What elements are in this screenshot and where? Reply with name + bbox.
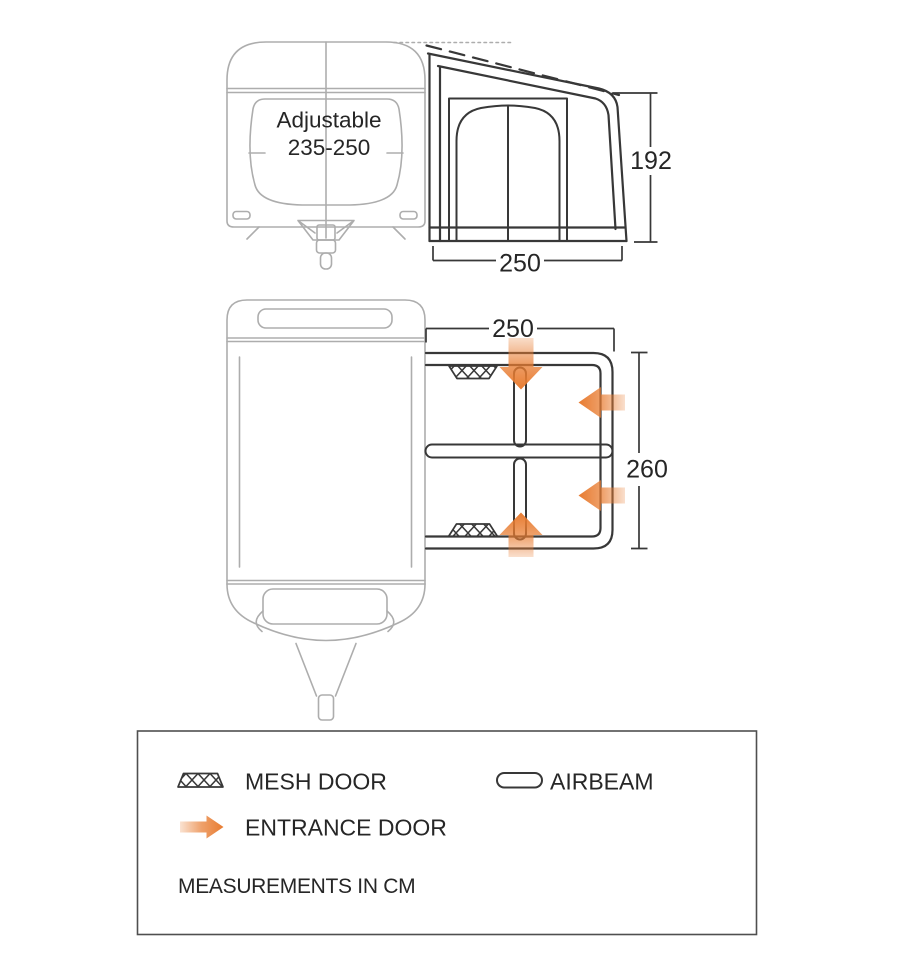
entrance-door-arrow-top [499, 338, 543, 390]
caravan-corner-steady-right [392, 226, 406, 240]
caravan-jockey-wheel-stem [319, 252, 333, 270]
caravan-plan-body [226, 299, 426, 585]
entrance-door-arrow-bottom [499, 512, 543, 557]
awning-plan-inner-wall [424, 363, 602, 538]
caravan-jockey-wheel-clamp [315, 239, 337, 254]
airbeam-label: AIRBEAM [550, 769, 654, 795]
caravan-plan-gas-locker [262, 588, 388, 625]
height-dimension-192: 192 [613, 92, 672, 243]
depth-dimension-260: 260 [626, 351, 668, 550]
caravan-plan-outline [226, 299, 426, 721]
measurements-note: MEASUREMENTS IN CM [178, 875, 415, 898]
plan-view: 250 260 [226, 299, 668, 721]
width-dimension-250-plan: 250 [425, 315, 615, 352]
caravan-plan-locker-corner-curves [255, 610, 395, 633]
caravan-plan-front-window [257, 308, 393, 329]
awning-side-outline [425, 44, 628, 243]
awning-roof-and-front-beam-inner [436, 64, 617, 231]
awning-mudwall-lines [428, 226, 628, 243]
caravan-front-window [249, 98, 403, 206]
caravan-plan-hitch [317, 694, 335, 721]
airbeam-center-divider [424, 443, 614, 459]
legend: MESH DOOR AIRBEAM ENTRANCE DOOR MEASUREM… [136, 730, 758, 936]
mesh-door-label: MESH DOOR [245, 769, 387, 795]
mesh-door-top [448, 365, 498, 380]
width-dimension-value: 250 [499, 250, 541, 278]
caravan-marker-light-right [399, 210, 418, 220]
plan-width-dimension-value: 250 [492, 315, 534, 343]
plan-depth-dimension-value: 260 [626, 456, 668, 484]
entrance-door-arrow-icon [180, 815, 224, 839]
width-dimension-250-side: 250 [432, 246, 623, 278]
plan-depth-dimension-lines [631, 351, 648, 550]
legend-box [136, 730, 758, 936]
awning-adjustable-dashed-roofline [425, 44, 621, 97]
entrance-door-arrows [499, 338, 625, 557]
caravan-plan-a-frame [295, 642, 357, 697]
caravan-plan-front-curve [226, 583, 426, 642]
awning-left-beam [428, 53, 442, 243]
caravan-body [226, 41, 426, 228]
caravan-front-outline: Adjustable 235-250 [226, 41, 514, 270]
side-elevation-view: Adjustable 235-250 192 250 [226, 41, 672, 278]
caravan-hitch-cover [297, 219, 355, 241]
entrance-door-label: ENTRANCE DOOR [245, 815, 447, 841]
entrance-door-arrow-right-lower [578, 480, 625, 511]
airbeam-icon [496, 772, 543, 789]
caravan-plan-rail-lines [226, 337, 426, 343]
width-dimension-lines [432, 246, 623, 262]
height-dimension-lines [613, 92, 658, 243]
height-dimension-value: 192 [630, 147, 672, 175]
adjustable-height-label-line2: 235-250 [288, 135, 371, 160]
caravan-marker-light-left [232, 210, 251, 220]
mesh-door-bottom [447, 523, 499, 538]
awning-door-frame [448, 97, 568, 242]
entrance-door-arrow-right-upper [578, 387, 625, 418]
awning-plan-outline [424, 351, 614, 550]
plan-width-dimension-lines [425, 327, 615, 352]
caravan-plan-roof-edges [238, 356, 413, 568]
mesh-door-icon [177, 772, 224, 788]
caravan-plan-front-band [226, 579, 426, 585]
adjustable-height-label-line1: Adjustable [276, 108, 381, 133]
awning-roof-and-front-beam-outer [426, 52, 628, 243]
caravan-corner-steady-left [246, 226, 260, 240]
